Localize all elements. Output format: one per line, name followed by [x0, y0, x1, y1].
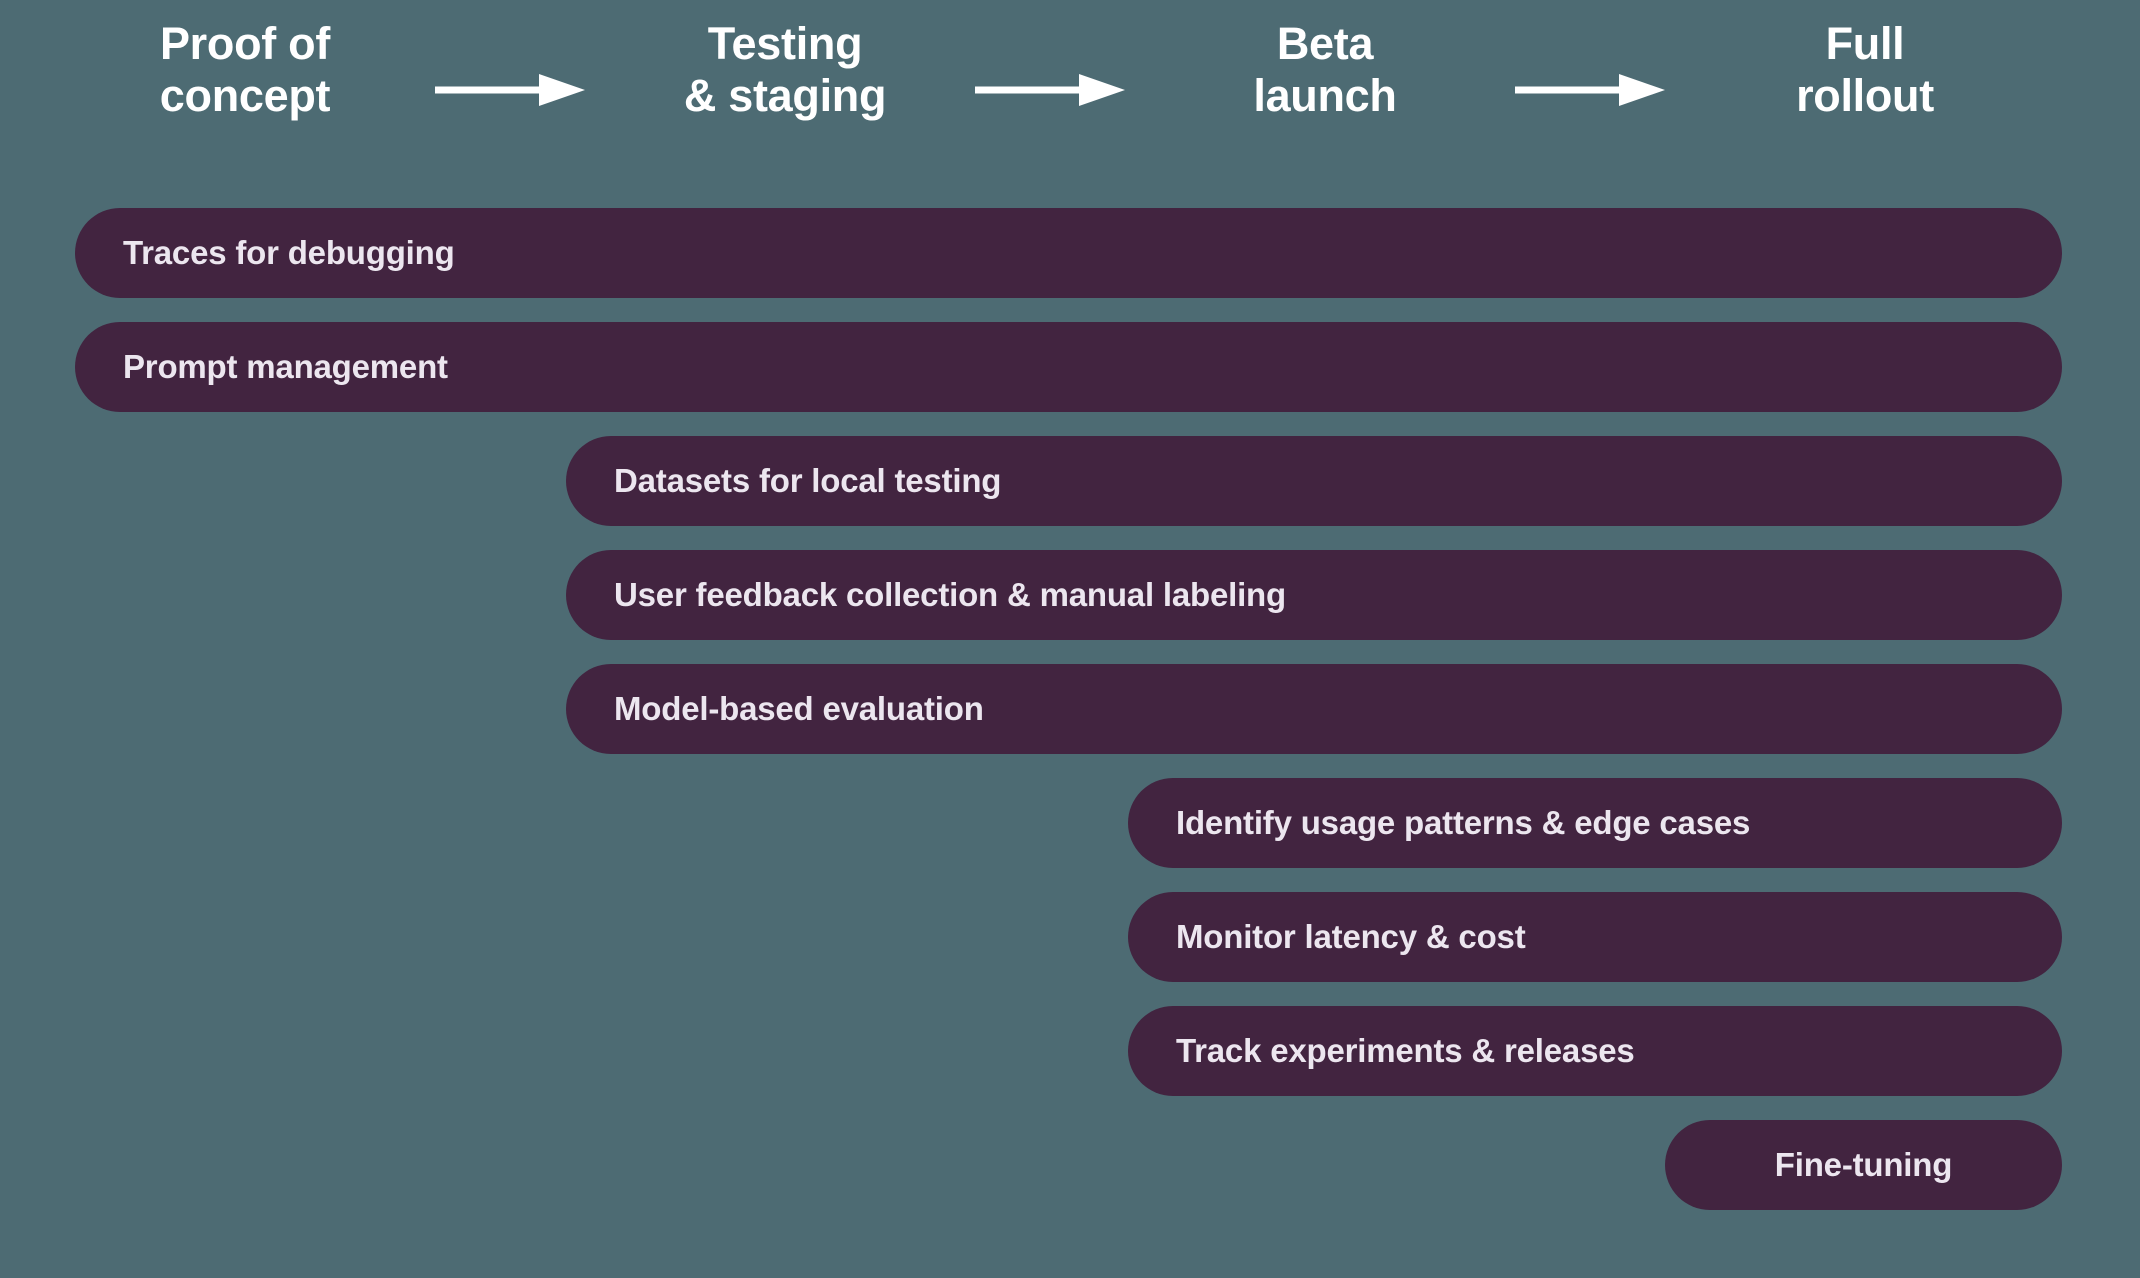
phase-label-testing-and-staging: Testing & staging [683, 18, 887, 121]
capability-label: Fine-tuning [1774, 1146, 1953, 1183]
capability-label: Identify usage patterns & edge cases [1176, 804, 1751, 841]
capability-bar-prompt-management[interactable]: Prompt management [75, 322, 2062, 412]
capability-bar-traces-for-debugging[interactable]: Traces for debugging [75, 208, 2062, 298]
phase-header-row: Proof of concept Testing & staging Beta la… [0, 0, 2140, 170]
capability-label: Monitor latency & cost [1176, 918, 1526, 955]
capability-label: Datasets for local testing [614, 462, 1002, 499]
arrow-right-icon [435, 70, 585, 110]
capability-label: Traces for debugging [123, 234, 455, 271]
capability-label: Track experiments & releases [1176, 1032, 1635, 1069]
capability-label: Prompt management [123, 348, 448, 385]
capability-bar-monitor-latency-and-cost[interactable]: Monitor latency & cost [1128, 892, 2062, 982]
capability-bar-model-based-evaluation[interactable]: Model-based evaluation [566, 664, 2062, 754]
arrow-right-icon [1515, 70, 1665, 110]
arrow-right-icon [975, 70, 1125, 110]
capability-bar-track-experiments-and-releases[interactable]: Track experiments & releases [1128, 1006, 2062, 1096]
capability-label: User feedback collection & manual labeli… [614, 576, 1286, 613]
capability-bar-user-feedback-collection-and-manual-labeling[interactable]: User feedback collection & manual labeli… [566, 550, 2062, 640]
phase-label-proof-of-concept: Proof of concept [159, 18, 331, 121]
capability-bar-fine-tuning[interactable]: Fine-tuning [1665, 1120, 2062, 1210]
capability-label: Model-based evaluation [614, 690, 984, 727]
phase-label-beta-launch: Beta launch [1253, 18, 1397, 121]
capability-bar-identify-usage-patterns-and-edge-cases[interactable]: Identify usage patterns & edge cases [1128, 778, 2062, 868]
phase-label-full-rollout: Full rollout [1796, 18, 1934, 121]
capability-bar-datasets-for-local-testing[interactable]: Datasets for local testing [566, 436, 2062, 526]
